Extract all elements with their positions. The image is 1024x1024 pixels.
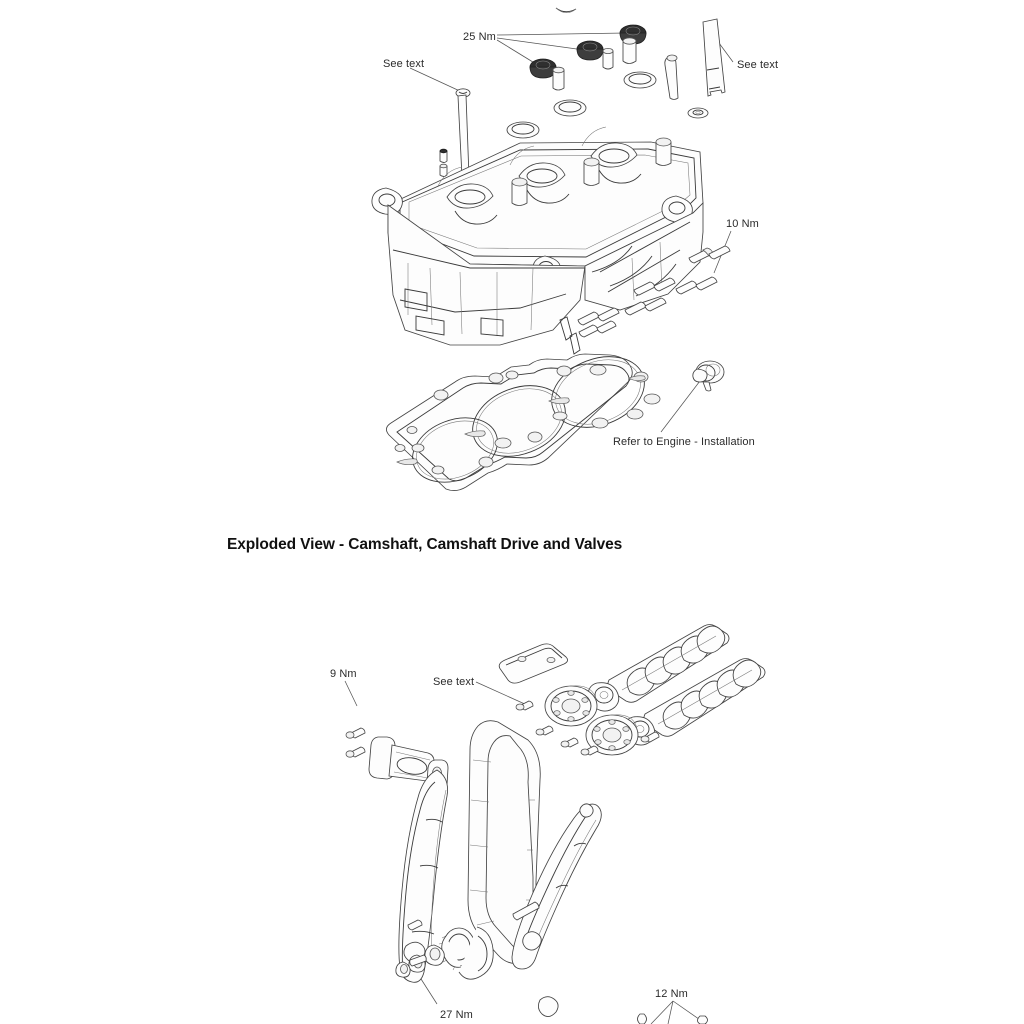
valve-components-bottom: [637, 1013, 708, 1024]
cylinder-head-gasket: [386, 353, 661, 492]
leader-9nm: [344, 680, 358, 707]
label-refer-engine-installation: Refer to Engine - Installation: [613, 436, 755, 448]
valve-guide-stubs: [559, 316, 581, 355]
leader-see-text-left: [409, 67, 463, 93]
bushing-sleeve-3: [552, 66, 565, 91]
label-torque-9nm: 9 Nm: [330, 668, 357, 680]
crankshaft-sprocket-assembly: [395, 926, 494, 980]
leader-see-text-chain: [475, 681, 528, 706]
label-see-text-chain: See text: [433, 676, 475, 688]
bushing-sleeve-2: [622, 37, 637, 64]
o-ring-2: [553, 99, 587, 117]
stud-5: [577, 307, 620, 326]
guide-rail-lower-right: [537, 996, 559, 1017]
valve-cover-bolt-dark-2: [576, 40, 604, 61]
cylinder-head-studs-10nm: [577, 245, 731, 338]
stud-4: [624, 297, 667, 316]
cam-cover-seal-strip: [498, 643, 569, 684]
valve-cover-bolt-dark-3: [529, 58, 557, 79]
tensioner-bolts-9nm: [345, 727, 366, 758]
label-torque-25nm: 25 Nm: [463, 31, 496, 43]
valve-stem-long: [702, 18, 726, 97]
dowel-pin-small: [439, 148, 448, 177]
valve-washer-small: [687, 107, 709, 119]
chain-tensioner-body: [345, 727, 449, 794]
spark-plug-tubes: [511, 137, 672, 206]
cylinder-head-body: [371, 126, 704, 355]
o-ring-1: [623, 71, 657, 89]
chain-guide-rail: [511, 803, 602, 970]
label-torque-12nm: 12 Nm: [655, 988, 688, 1000]
leader-refer-engine: [660, 376, 704, 433]
label-see-text-left: See text: [383, 58, 425, 70]
figure-caption: Exploded View - Camshaft, Camshaft Drive…: [227, 536, 623, 553]
cropped-top-part: [555, 7, 577, 14]
camshaft-sprocket-1: [544, 685, 598, 727]
o-ring-3: [506, 121, 540, 139]
timing-chain: [467, 720, 541, 965]
oil-jet-plug: [692, 360, 725, 392]
sprocket-bolts: [515, 700, 660, 756]
camshaft-intake: [587, 624, 730, 712]
label-torque-10nm: 10 Nm: [726, 218, 759, 230]
camshaft-sprocket-2: [585, 714, 639, 756]
bushing-sleeve-1: [602, 48, 614, 70]
stud-6: [578, 320, 617, 338]
stud-2: [675, 276, 718, 295]
stud-1: [688, 245, 731, 264]
label-torque-27nm: 27 Nm: [440, 1009, 473, 1021]
stud-3: [633, 277, 676, 296]
label-see-text-right: See text: [737, 59, 779, 71]
valve-spring-retainer: [664, 54, 679, 100]
